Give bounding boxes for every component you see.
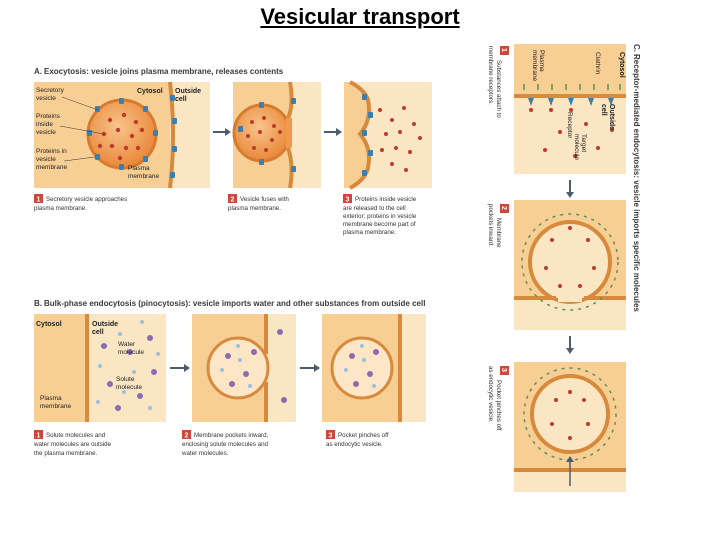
label-b-cytosol: Cytosol (36, 321, 62, 328)
panel-b-tile-2 (192, 314, 296, 422)
label-c-target: Target (580, 134, 587, 152)
arrow-c-1 (566, 180, 574, 198)
arrow-c-2 (566, 336, 574, 354)
panel-c-step-3: 3 Pocket pinches off as endocytic vesicl… (487, 366, 509, 431)
label-vesicle-2: vesicle (36, 129, 56, 136)
step-c2-line2: pockets inward. (487, 204, 494, 247)
label-c-molecule: molecule (573, 134, 580, 160)
label-c-cytosol: Cytosol (618, 52, 625, 78)
panel-b-tile-1: Cytosol Outside cell Water molecule Solu… (34, 314, 166, 422)
panel-c-step-1: 1 Substances attach to membrane receptor… (487, 46, 509, 118)
step-b2-number: 2 (185, 433, 189, 440)
step-a3-line1: Proteins inside vesicle (355, 196, 417, 203)
label-vesicle-3: vesicle (36, 156, 56, 163)
step-a2-line1: Vesicle fuses with (240, 196, 289, 203)
step-b3-line1: Pocket pinches off (338, 432, 389, 439)
arrow-a-1 (213, 128, 231, 136)
panel-b-step-1: 1 Solute molecules and water molecules a… (33, 430, 112, 457)
panel-a-header: Exocytosis: vesicle joins plasma membran… (44, 67, 284, 76)
step-c3-line2: as endocytic vesicle. (487, 366, 494, 423)
step-a1-number: 1 (37, 197, 41, 204)
label-c-cell: cell (600, 104, 607, 116)
step-c2-number: 2 (500, 206, 507, 210)
arrow-a-2 (324, 128, 342, 136)
step-a2-number: 2 (231, 197, 235, 204)
step-a3-line2: are released to the cell (343, 205, 406, 212)
step-b1-line2: water molecules are outside (33, 441, 112, 448)
panel-a-step-2: 2 Vesicle fuses with plasma membrane. (228, 194, 289, 212)
panel-a-tile-3 (344, 80, 432, 190)
label-c-plasma: Plasma (538, 50, 545, 72)
arrow-b-1 (170, 364, 190, 372)
step-a3-line4: membrane become part of (343, 221, 416, 228)
label-vesicle: vesicle (36, 95, 56, 102)
panel-c-tile-1: Cytosol Outside cell Plasma membrane Cla… (514, 44, 626, 174)
slide-title: Vesicular transport (260, 4, 460, 29)
panel-b-header: Bulk-phase endocytosis (pinocytosis): ve… (44, 299, 425, 308)
step-a3-number: 3 (346, 197, 350, 204)
step-c3-number: 3 (500, 368, 507, 372)
panel-b-step-3: 3 Pocket pinches off as endocytic vesicl… (326, 430, 389, 448)
panel-b-letter: B. (34, 299, 42, 308)
panel-c-header: Receptor-mediated endocytosis: vesicle i… (632, 54, 641, 312)
label-proteins-in: Proteins in (36, 148, 67, 155)
label-outside: Outside (175, 88, 201, 95)
label-secretory: Secretory (36, 87, 65, 94)
label-b-plasma: Plasma (40, 395, 62, 402)
label-solute: Solute (116, 376, 135, 383)
label-proteins: Proteins (36, 113, 61, 120)
step-a1-line2: plasma membrane. (34, 205, 87, 212)
step-a1-line1: Secretory vesicle approaches (46, 196, 127, 203)
panel-a-tile-2 (232, 81, 321, 189)
label-b-membrane: membrane (40, 403, 71, 410)
label-cell: cell (175, 96, 187, 103)
panel-a-tile-1: Secretory vesicle Proteins inside vesicl… (34, 81, 210, 189)
step-c3-line1: Pocket pinches off (495, 380, 502, 431)
arrow-b-2 (300, 364, 320, 372)
step-b1-line3: the plasma membrane. (34, 450, 98, 457)
label-water-molecule: molecule (118, 349, 144, 356)
label-plasma: Plasma (128, 165, 150, 172)
panel-c-receptor-endocytosis: C. Receptor-mediated endocytosis: vesicl… (487, 44, 641, 492)
step-c2-line1: Membrane (495, 218, 502, 248)
label-membrane: membrane (36, 164, 67, 171)
panel-b-step-2: 2 Membrane pockets inward, enclosing sol… (181, 430, 269, 457)
panel-c-step-2: 2 Membrane pockets inward. (487, 204, 509, 248)
panel-a-exocytosis: A. Exocytosis: vesicle joins plasma memb… (34, 67, 432, 236)
step-c1-line1: Substances attach to (495, 60, 502, 118)
label-c-membrane: membrane (531, 50, 538, 81)
step-b1-number: 1 (37, 433, 41, 440)
step-a3-line5: plasma membrane. (343, 229, 396, 236)
step-b2-line1: Membrane pockets inward, (194, 432, 269, 439)
step-b3-line2: as endocytic vesicle. (326, 441, 383, 448)
panel-c-tile-3 (514, 362, 626, 492)
label-plasma-membrane: membrane (128, 173, 159, 180)
step-c1-number: 1 (500, 48, 507, 52)
step-a2-line2: plasma membrane. (228, 205, 281, 212)
label-b-outside: Outside (92, 321, 118, 328)
label-c-receptor: Receptor (566, 112, 573, 139)
label-solute-molecule: molecule (116, 384, 142, 391)
label-c-clathrin: Clathrin (594, 52, 601, 75)
panel-c-letter: C. (632, 44, 641, 52)
panel-c-tile-2 (514, 200, 626, 330)
label-water: Water (118, 341, 136, 348)
label-c-outside: Outside (608, 104, 615, 130)
step-b2-line2: enclosing solute molecules and (182, 441, 269, 448)
panel-b-pinocytosis: B. Bulk-phase endocytosis (pinocytosis):… (33, 299, 426, 457)
panel-a-letter: A. (34, 67, 42, 76)
label-cytosol: Cytosol (137, 88, 163, 95)
label-inside: inside (36, 121, 53, 128)
panel-a-step-3: 3 Proteins inside vesicle are released t… (343, 194, 417, 236)
step-c1-line2: membrane receptors. (487, 46, 494, 105)
panel-a-step-1: 1 Secretory vesicle approaches plasma me… (34, 194, 127, 212)
label-b-cell: cell (92, 329, 104, 336)
panel-b-tile-3 (322, 314, 426, 422)
step-b3-number: 3 (329, 433, 333, 440)
step-a3-line3: exterior; proteins in vesicle (343, 213, 417, 220)
step-b1-line1: Solute molecules and (46, 432, 106, 439)
step-b2-line3: water molecules. (181, 450, 229, 457)
